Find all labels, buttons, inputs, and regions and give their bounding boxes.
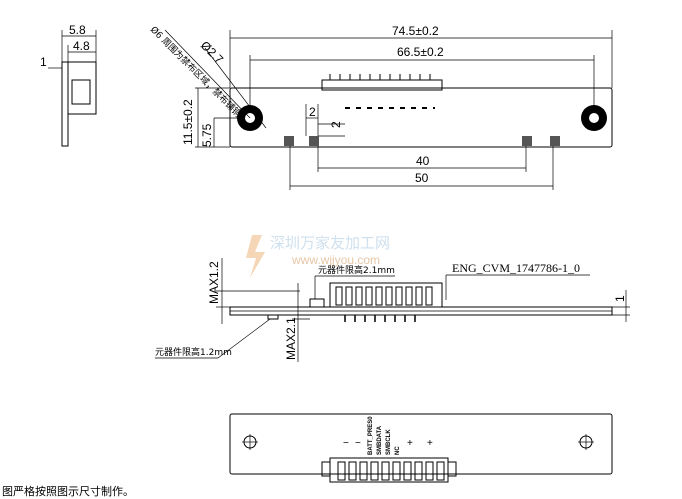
pad-span-outer: 50	[415, 171, 429, 185]
sign-1: −	[355, 438, 361, 449]
max-bottom: MAX2.1	[284, 317, 298, 360]
pin-label-1: SMBDATA	[377, 425, 383, 455]
hole-height: 5.75	[200, 123, 214, 147]
hole-note: Ø6 周围为禁布区域，禁布铺铜	[148, 24, 244, 120]
pin-label-2: SMBCLK	[386, 429, 392, 455]
pad-span-inner: 40	[416, 154, 430, 168]
connector-part-label: ENG_CVM_1747786-1_0	[452, 261, 580, 275]
dim-4-8: 4.8	[73, 39, 90, 53]
watermark-logo-icon	[246, 235, 265, 278]
pad-dim-a: 2	[309, 105, 316, 119]
board-height: 11.5±0.2	[181, 99, 195, 145]
front-view: MAX1.2 MAX2.1 元器件限高2.1mm 元器件限高1.2mm ENG_…	[155, 258, 630, 362]
pad-dim-b: 2	[329, 121, 343, 128]
watermark-line2: www.wjjyou.com	[291, 253, 380, 267]
overall-length: 74.5±0.2	[392, 24, 439, 38]
footer-note: 图严格按照图示尺寸制作。	[2, 485, 134, 498]
dim-1: 1	[40, 55, 47, 69]
dim-5-8: 5.8	[69, 23, 86, 37]
max-top: MAX1.2	[207, 261, 221, 304]
component-height-bottom: 元器件限高1.2mm	[155, 346, 232, 358]
bottom-view: BATT_PRES0 SMBDATA SMBCLK NC − − + +	[229, 413, 613, 483]
hole-pitch: 66.5±0.2	[397, 45, 444, 59]
watermark: 深圳万家友加工网 www.wjjyou.com	[246, 234, 390, 278]
hole-dia: Ø2.7	[198, 38, 227, 67]
sign-3: +	[427, 438, 433, 449]
sign-0: −	[343, 438, 349, 449]
side-view: 5.8 4.8 1	[40, 23, 97, 147]
pin-label-0: BATT_PRES0	[368, 416, 374, 455]
pin-label-3: NC	[395, 446, 401, 455]
component-height-top: 元器件限高2.1mm	[318, 264, 395, 276]
watermark-line1: 深圳万家友加工网	[270, 234, 390, 252]
pad-markers	[284, 136, 560, 146]
sign-2: +	[407, 438, 413, 449]
right-dim: 1	[613, 295, 627, 302]
top-view: 74.5±0.2 66.5±0.2 Ø6 周围为禁布区域，禁布铺铜 Ø2.7 1…	[148, 24, 613, 190]
